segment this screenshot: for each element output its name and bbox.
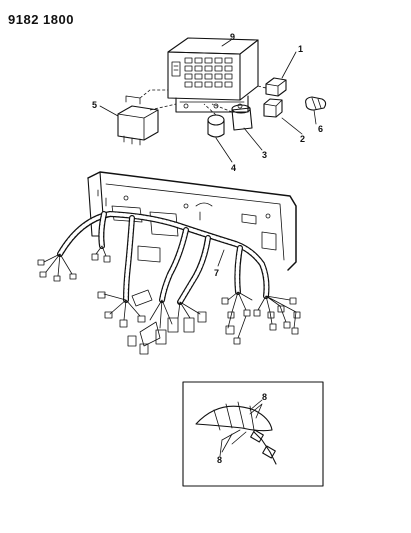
callout-8-bottom: 8 [217, 455, 222, 465]
callout-2: 2 [300, 134, 305, 144]
fuse-block [167, 37, 259, 113]
callout-7: 7 [214, 268, 219, 278]
callout-4: 4 [231, 163, 236, 173]
leader-lines [99, 39, 317, 453]
relay-part [117, 89, 177, 146]
harness-breakouts [37, 245, 301, 355]
callout-9: 9 [230, 32, 235, 42]
cylinder-part-3 [211, 103, 253, 131]
socket-part [305, 96, 327, 111]
callout-5: 5 [92, 100, 97, 110]
small-relay-part [263, 98, 283, 118]
wiring-harness [57, 211, 270, 305]
catalog-number: 9182 1800 [8, 12, 74, 27]
callout-8-top: 8 [262, 392, 267, 402]
cylinder-part-4 [203, 103, 225, 138]
callout-6: 6 [318, 124, 323, 134]
callout-3: 3 [262, 150, 267, 160]
flasher-part [257, 77, 287, 97]
instrument-panel [87, 171, 297, 271]
callout-1: 1 [298, 44, 303, 54]
detail-inset [182, 381, 324, 487]
